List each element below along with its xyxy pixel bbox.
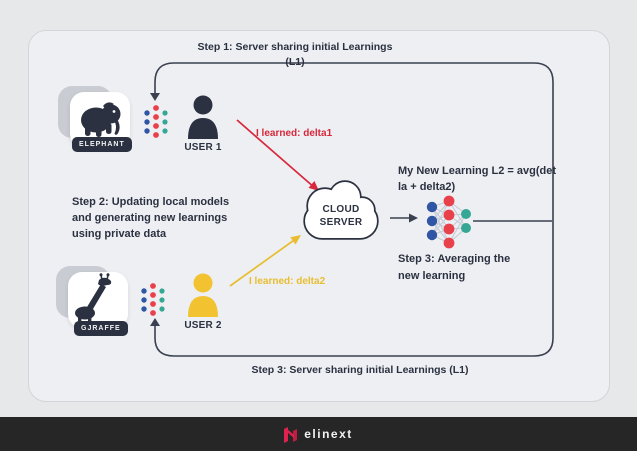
- giraffe-icon: [75, 273, 112, 325]
- new-learning-line2: la + delta2): [398, 181, 456, 193]
- giraffe-label-badge: GJRAFFE: [74, 321, 128, 336]
- cloud-label-line1: CLOUD: [322, 204, 360, 215]
- step3-bottom-label: Step 3: Server sharing initial Learnings…: [251, 364, 469, 376]
- footer-bar: elinext: [0, 417, 637, 451]
- user1-learned-label: I learned: delta1: [256, 128, 333, 139]
- user1-name: USER 1: [184, 142, 222, 153]
- cloud-label-line2: SERVER: [319, 217, 363, 228]
- step2-line1: Step 2: Updating local models: [72, 196, 230, 208]
- elephant-label: ELEPHANT: [79, 141, 125, 148]
- step1-label: Step 1: Server sharing initial Learnings…: [197, 41, 393, 69]
- step2-line2: and generating new learnings: [72, 212, 228, 224]
- brand-name: elinext: [304, 427, 353, 441]
- elephant-icon: [81, 102, 121, 137]
- step2-label: Step 2: Updating local models and genera…: [72, 194, 232, 242]
- elephant-label-badge: ELEPHANT: [72, 137, 132, 152]
- user2-learned-label: I learned: delta2: [249, 276, 326, 287]
- giraffe-card: [68, 272, 128, 328]
- step3-averaging-label: Step 3: Averaging the new learning: [398, 251, 558, 285]
- brand-logo-icon: [284, 426, 298, 443]
- user2-name: USER 2: [184, 320, 222, 331]
- step2-line3: using private data: [72, 228, 167, 240]
- new-learning-line1: My New Learning L2 = avg(det: [398, 165, 557, 177]
- step3-averaging-line1: Step 3: Averaging the: [398, 253, 511, 265]
- step3-averaging-line2: new learning: [398, 270, 466, 282]
- new-learning-label: My New Learning L2 = avg(det la + delta2…: [398, 163, 568, 195]
- giraffe-label: GJRAFFE: [81, 325, 121, 332]
- cloud-server-label: CLOUD SERVER: [306, 203, 376, 229]
